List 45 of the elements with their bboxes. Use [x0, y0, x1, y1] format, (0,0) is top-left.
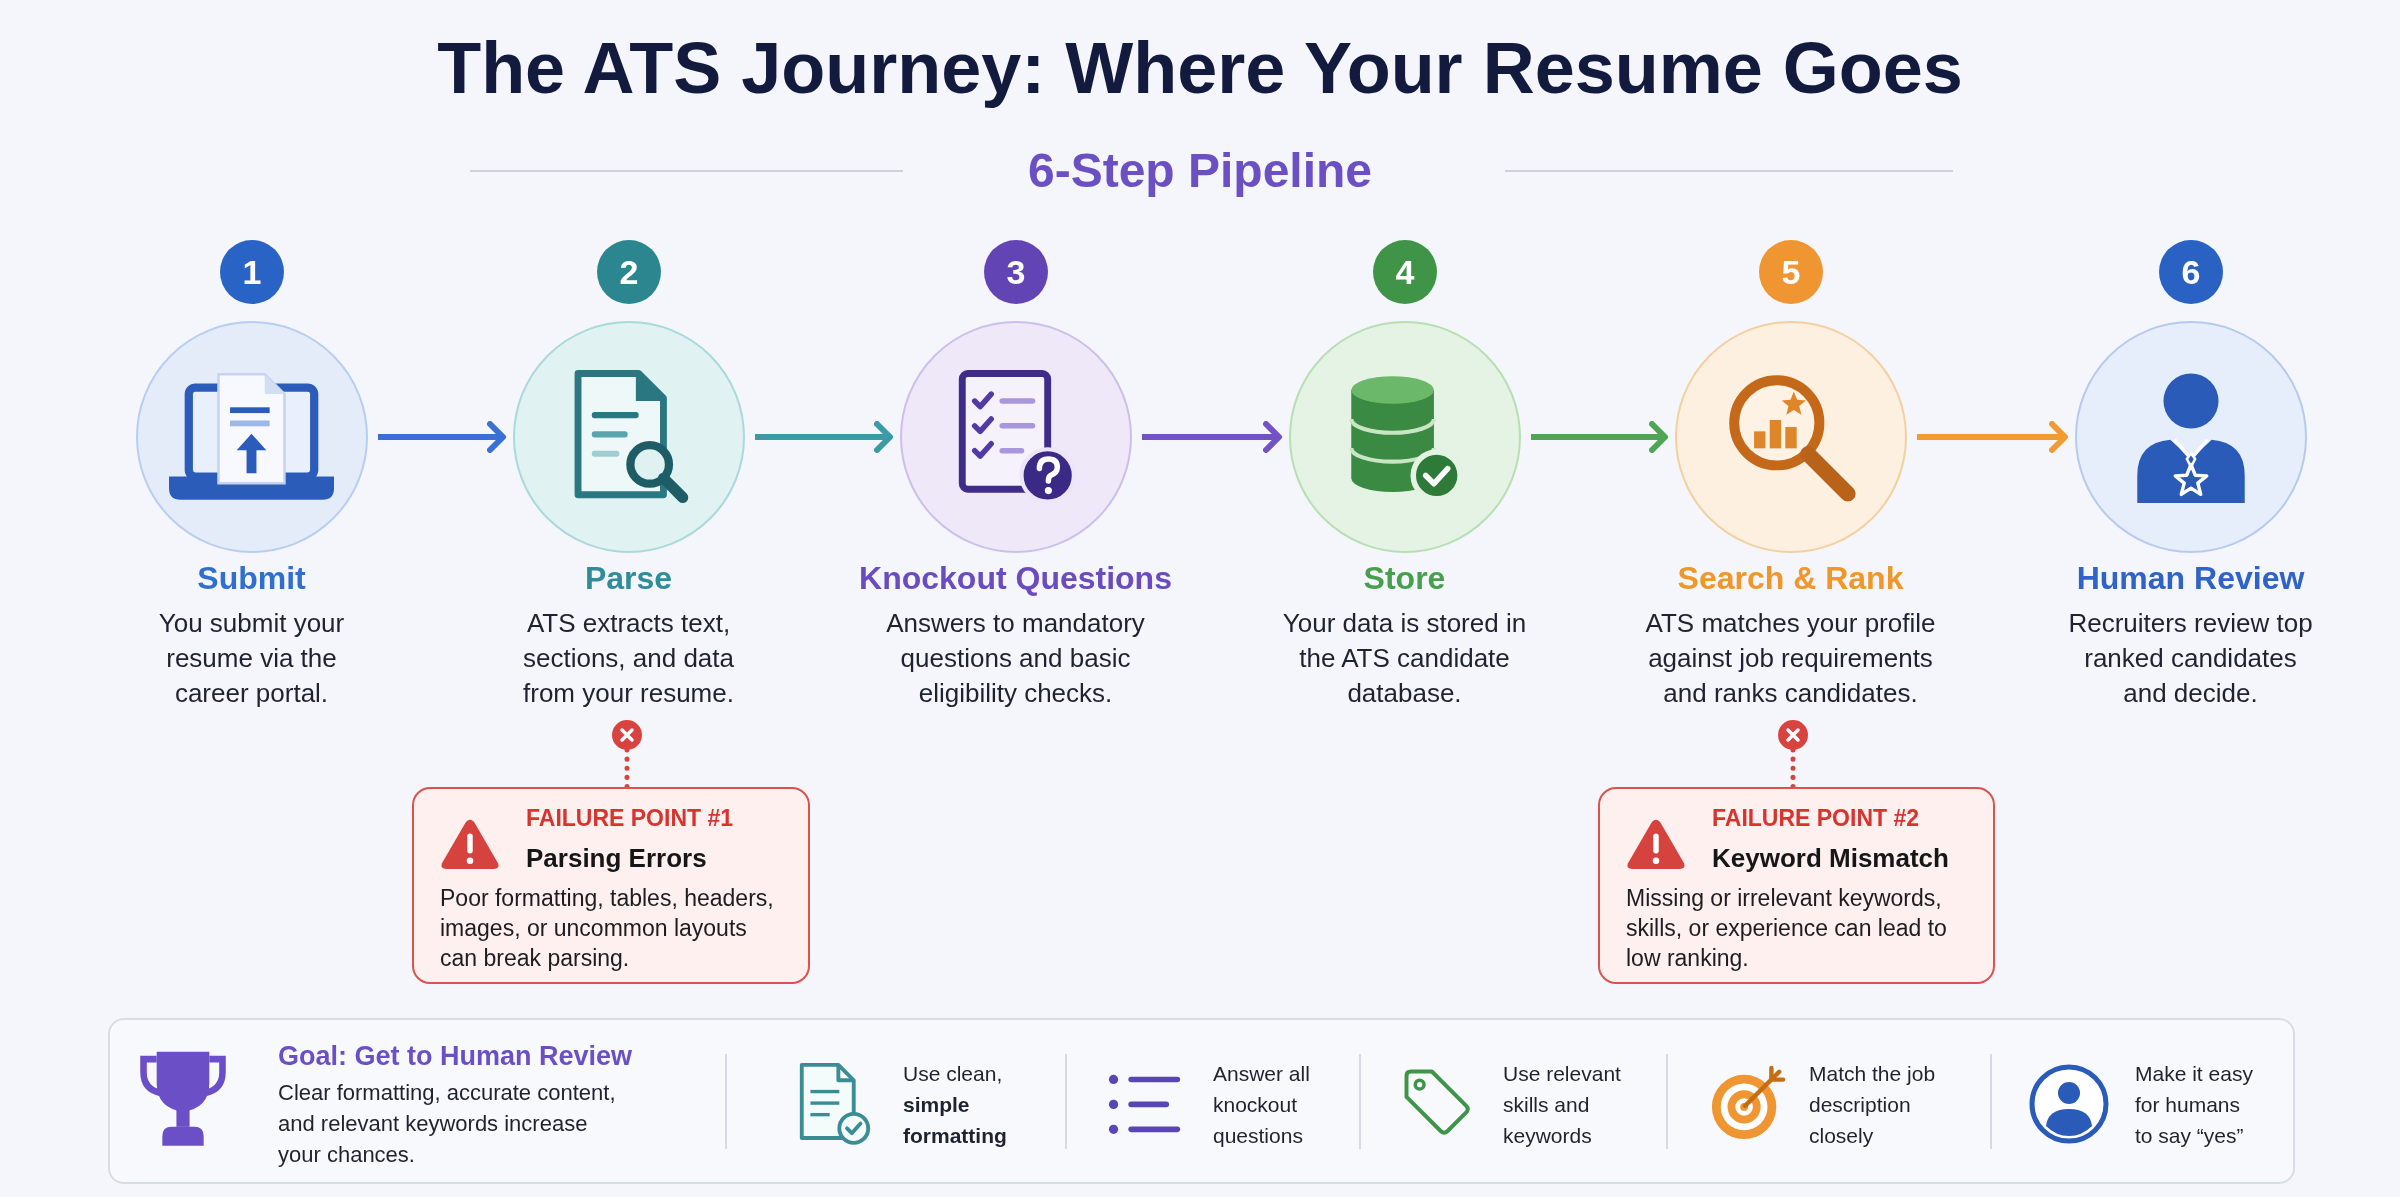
step-number: 4 — [1373, 240, 1437, 304]
tip-text: Answer all knockout questions — [1213, 1061, 1311, 1149]
dotted-connector — [1790, 747, 1796, 790]
step-description: ATS extracts text, sections, and data from your resume. — [521, 606, 735, 710]
tip-text: Make it easy for humans to say “yes” — [2135, 1061, 2254, 1149]
step-title: Store — [1363, 558, 1446, 598]
step-number: 2 — [597, 240, 661, 304]
arrow — [1531, 421, 1668, 453]
tip-text: Use relevant skills and keywords — [1503, 1061, 1622, 1149]
step-title: Knockout Questions — [859, 558, 1172, 598]
step-title: Parse — [584, 558, 673, 598]
arrow — [1917, 421, 2068, 453]
goal-title: Goal: Get to Human Review — [278, 1040, 633, 1073]
failure-label: FAILURE POINT #2 — [1712, 804, 1920, 832]
dotted-connector — [624, 747, 630, 790]
failure-title: Keyword Mismatch — [1712, 842, 1949, 874]
failure-title: Parsing Errors — [526, 842, 707, 874]
arrow — [1142, 421, 1282, 453]
cross-circle-icon — [612, 720, 642, 750]
step-description: Answers to mandatory questions and basic eligibility checks. — [885, 606, 1146, 710]
arrow — [378, 421, 506, 453]
failure-callout — [412, 787, 810, 984]
tips-panel — [108, 1018, 2295, 1184]
step-number: 5 — [1759, 240, 1823, 304]
step-number: 1 — [220, 240, 284, 304]
step-title: Human Review — [2076, 558, 2305, 598]
step-number: 3 — [984, 240, 1048, 304]
subtitle: 6-Step Pipeline — [1027, 143, 1373, 199]
tip-text: Match the job description closely — [1809, 1061, 1937, 1149]
goal-description: Clear formatting, accurate content, and relevant keywords increase your chances. — [278, 1079, 617, 1169]
tip-text: Use clean, simple formatting — [903, 1061, 1008, 1149]
step-description: ATS matches your profile against job requirements and ranks candidates. — [1644, 606, 1937, 710]
step-description: Your data is stored in the ATS candidate database. — [1281, 606, 1528, 710]
failure-description: Poor formatting, tables, headers, images, or uncommon layouts can break parsing. — [440, 884, 775, 973]
failure-description: Missing or irrelevant keywords, skills, or experience can lead to low ranking. — [1626, 884, 1948, 973]
title: The ATS Journey: Where Your Resume Goes — [437, 27, 1963, 110]
step-title: Submit — [197, 558, 306, 598]
step-description: You submit your resume via the career portal. — [157, 606, 346, 710]
cross-circle-icon — [1778, 720, 1808, 750]
arrow — [755, 421, 893, 453]
step-description: Recruiters review top ranked candidates and decide. — [2067, 606, 2314, 710]
step-title: Search & Rank — [1677, 558, 1904, 598]
step-number: 6 — [2159, 240, 2223, 304]
failure-label: FAILURE POINT #1 — [526, 804, 734, 832]
failure-callout — [1598, 787, 1995, 984]
